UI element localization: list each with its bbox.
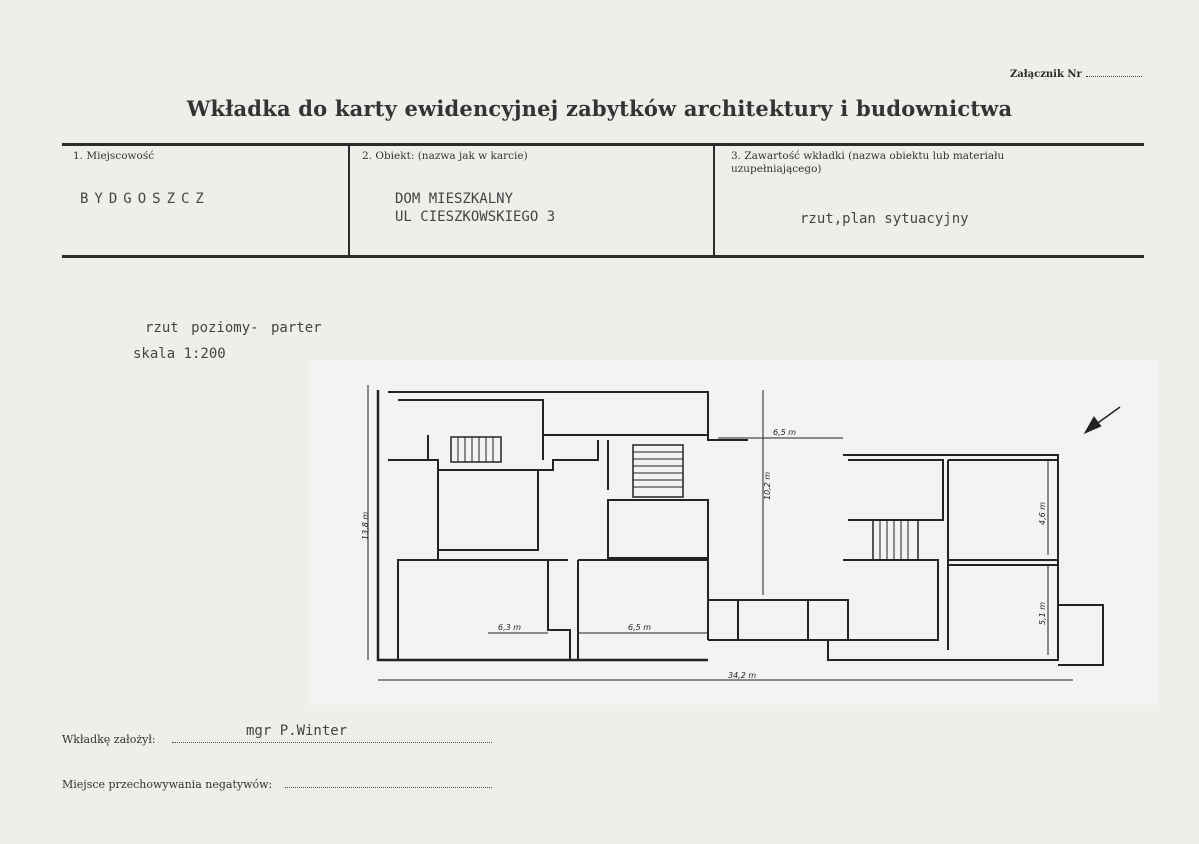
dim-yard-depth: 10,2 m	[763, 472, 772, 500]
storage-label: Miejsce przechowywania negatywów:	[62, 778, 273, 791]
location-value: BYDGOSZCZ	[80, 191, 210, 207]
document-title: Wkładka do karty ewidencyjnej zabytków a…	[186, 96, 1013, 121]
founded-value: mgr P.Winter	[246, 723, 348, 739]
column-divider-1	[348, 145, 350, 256]
attachment-label: Załącznik Nr	[1010, 69, 1082, 80]
content-value: rzut,plan sytuacyjny	[800, 211, 969, 227]
dim-room-a: 6,3 m	[498, 623, 521, 632]
floor-plan: 13,8 m 6,3 m 6,5 m 6,5 m 10,2 m 4,6 m 5,…	[308, 360, 1158, 705]
dim-right-lower: 5,1 m	[1038, 602, 1047, 625]
column-1-label: 1. Miejscowość	[73, 150, 155, 162]
attachment-dotline	[1085, 68, 1142, 77]
dim-depth-left: 13,8 m	[361, 512, 370, 540]
object-value-line-2: UL CIESZKOWSKIEGO 3	[395, 209, 556, 225]
table-bottom-rule	[62, 255, 1144, 258]
plan-scale: skala 1:200	[133, 346, 226, 362]
founded-label: Wkładkę założył:	[62, 733, 156, 746]
table-top-rule	[62, 143, 1144, 146]
dim-room-b: 6,5 m	[628, 623, 651, 632]
dim-yard-width: 6,5 m	[773, 428, 796, 437]
dim-right-upper: 4,6 m	[1038, 502, 1047, 525]
dim-total-width: 34,2 m	[728, 671, 756, 680]
founded-dotline	[172, 742, 492, 743]
plan-caption: rzut poziomy- parter	[145, 320, 322, 336]
column-3-label: 3. Zawartość wkładki (nazwa obiektu lub …	[731, 150, 1005, 175]
column-divider-2	[713, 145, 715, 256]
attachment-number: Załącznik Nr	[1010, 68, 1142, 80]
storage-dotline	[285, 787, 492, 788]
floor-plan-drawing: 13,8 m 6,3 m 6,5 m 6,5 m 10,2 m 4,6 m 5,…	[361, 385, 1121, 681]
object-value-line-1: DOM MIESZKALNY	[395, 191, 514, 207]
column-2-label: 2. Obiekt: (nazwa jak w karcie)	[362, 150, 528, 162]
